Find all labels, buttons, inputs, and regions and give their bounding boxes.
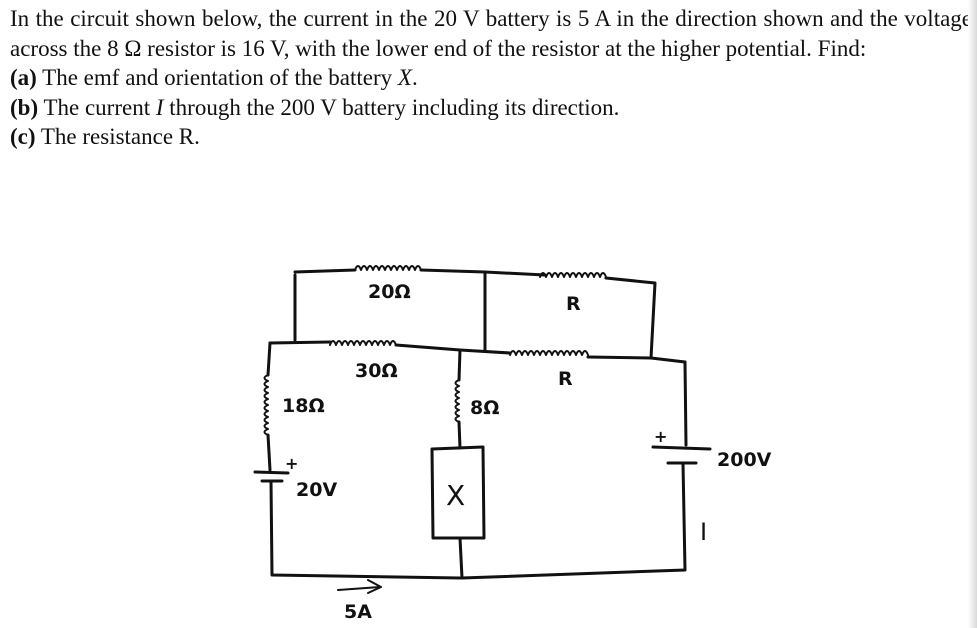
wire-mid-c [586, 355, 687, 364]
label-r30: 30Ω [355, 360, 398, 382]
resistor-r-mid-zigzag [509, 350, 589, 356]
part-b-text: The current [43, 94, 156, 120]
label-r-top: R [566, 293, 581, 315]
plus-20v: + [285, 454, 298, 473]
resistor-30-zigzag [329, 340, 397, 346]
label-r8: 8Ω [470, 397, 499, 419]
wire-right-top [683, 360, 688, 447]
label-current-i: I [700, 518, 707, 546]
wire-mid-a [268, 340, 332, 345]
part-b: (b) The current I through the 200 V batt… [10, 93, 972, 123]
part-a-label: (a) [10, 65, 37, 90]
wire-top-a [293, 268, 357, 274]
part-a-italic: X [397, 65, 412, 90]
battery200-long-plate [651, 445, 712, 451]
wire-center-mid [457, 420, 462, 450]
part-b-italic: I [155, 94, 164, 120]
part-c-label: (c) [10, 124, 36, 149]
page-edge-shadow [968, 0, 977, 628]
problem-statement: In the circuit shown below, the current … [10, 4, 972, 152]
problem-intro: In the circuit shown below, the current … [10, 6, 972, 61]
label-r-mid: R [558, 368, 573, 390]
wire-left-top [266, 341, 272, 377]
label-20v: 20V [296, 479, 337, 501]
label-r20: 20Ω [368, 281, 411, 303]
wire-right-bottom [460, 461, 687, 580]
part-c-text: The resistance R. [40, 124, 200, 149]
arrow-5a-shaft [337, 586, 381, 591]
plus-200v: + [654, 427, 667, 446]
label-200v: 200V [717, 449, 772, 471]
part-a: (a) The emf and orientation of the batte… [10, 63, 972, 93]
part-b-label: (b) [10, 94, 39, 120]
wire-center-bottom [458, 536, 464, 580]
wire-left-mid [266, 433, 272, 472]
part-c: (c) The resistance R. [10, 122, 972, 152]
wire-top-right [604, 276, 657, 360]
wire-mid-b [394, 343, 512, 355]
box-x [430, 445, 486, 540]
resistor-20-zigzag [354, 265, 422, 271]
resistor-r-top-zigzag [539, 272, 607, 278]
label-5a: 5A [344, 601, 372, 623]
resistor-8-zigzag [454, 379, 460, 423]
label-r18: 18Ω [282, 395, 325, 417]
wire-top-b [419, 268, 547, 277]
part-b-end: through the 200 V battery including its … [163, 94, 620, 120]
battery20-long-plate [253, 470, 290, 475]
resistor-18-zigzag [263, 374, 269, 436]
label-x: X [446, 479, 465, 512]
arrow-5a-head [367, 579, 382, 594]
wire-left-bottom [269, 479, 462, 580]
wire-center-top [457, 348, 462, 382]
part-a-text: The emf and orientation of the battery [42, 65, 398, 90]
part-a-end: . [411, 65, 418, 90]
